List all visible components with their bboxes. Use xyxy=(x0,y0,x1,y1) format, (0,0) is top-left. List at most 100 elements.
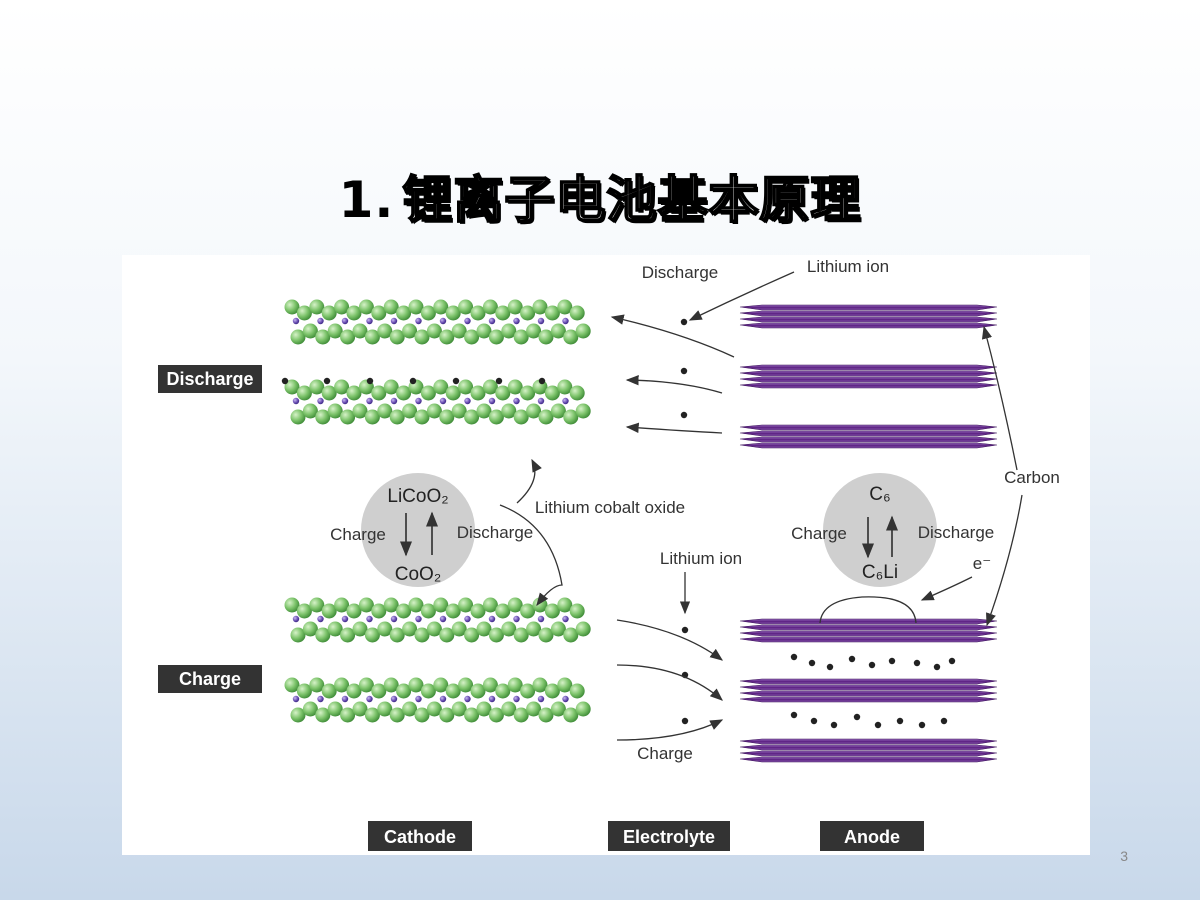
oxygen-atom xyxy=(315,329,331,345)
oxygen-atom xyxy=(352,701,368,717)
oxygen-atom xyxy=(550,403,566,419)
anode-charge-text: Charge xyxy=(791,524,847,543)
cobalt-atom xyxy=(292,695,300,703)
lithium-ion-dot xyxy=(790,653,798,661)
oxygen-atom xyxy=(284,379,300,395)
graphite-sheet xyxy=(739,624,998,631)
carbon-text: Carbon xyxy=(1004,468,1060,487)
graphite-sheet xyxy=(739,310,998,317)
cobalt-atom xyxy=(292,615,300,623)
cobalt-atom xyxy=(390,397,398,405)
oxygen-atom xyxy=(470,603,486,619)
title-number: 1. xyxy=(338,171,395,229)
cobalt-atom xyxy=(292,397,300,405)
oxygen-atom xyxy=(346,683,362,699)
oxygen-atom xyxy=(532,299,548,315)
oxygen-atom xyxy=(414,627,430,643)
oxygen-atom xyxy=(520,603,536,619)
discharge-label: Discharge xyxy=(166,369,253,389)
cobalt-atom xyxy=(415,695,422,703)
electron-pointer xyxy=(920,576,973,601)
oxygen-atom xyxy=(364,707,380,723)
lithium-ion-dot xyxy=(680,318,688,326)
oxygen-atom xyxy=(569,603,585,619)
oxygen-atom xyxy=(402,701,418,717)
cobalt-atom xyxy=(562,695,569,703)
lithium-ion-dot xyxy=(680,367,688,375)
discharge-flow-arrow-1 xyxy=(610,314,735,358)
graphite-sheet xyxy=(739,364,998,371)
cobalt-atom xyxy=(341,615,349,623)
cobalt-atom xyxy=(562,397,569,405)
oxygen-atom xyxy=(420,683,436,699)
graphite-sheet xyxy=(739,744,998,751)
lithium-ion-dot xyxy=(681,717,689,725)
discharge-flow-arrow-2 xyxy=(625,375,723,394)
graphite-sheet xyxy=(739,316,998,323)
oxygen-atom xyxy=(495,305,511,321)
graphite-sheet xyxy=(739,618,998,625)
oxygen-atom xyxy=(327,621,343,637)
graphite-sheet xyxy=(739,442,998,449)
lithium-ion-dot xyxy=(680,411,688,419)
oxygen-atom xyxy=(302,621,318,637)
oxygen-atom xyxy=(371,305,387,321)
anode-charged-layers xyxy=(739,618,998,763)
lithium-ion-dot xyxy=(918,721,926,729)
oxygen-atom xyxy=(364,329,380,345)
oxygen-atom xyxy=(520,305,536,321)
cobalt-atom xyxy=(562,615,569,623)
cobalt-atom xyxy=(513,695,520,703)
lithium-ion-dot xyxy=(281,377,289,385)
charge-label: Charge xyxy=(179,669,241,689)
oxygen-atom xyxy=(464,707,480,723)
graphite-sheet xyxy=(739,630,998,637)
battery-diagram-svg: Discharge Charge Cathode Electrolyte Ano… xyxy=(158,257,1060,851)
cobalt-atom xyxy=(366,615,373,623)
anode-discharged-layers xyxy=(739,304,998,449)
oxygen-atom xyxy=(495,385,511,401)
oxygen-atom xyxy=(389,707,405,723)
oxygen-atom xyxy=(334,597,350,613)
oxygen-atom xyxy=(340,707,356,723)
lithium-ion-dot xyxy=(409,377,417,385)
title-text: 锂离子电池基本原理 xyxy=(401,170,862,230)
oxygen-atom xyxy=(476,621,492,637)
lithium-cobalt-oxide-text: Lithium cobalt oxide xyxy=(535,498,685,517)
oxygen-atom xyxy=(488,707,504,723)
electrolyte-label: Electrolyte xyxy=(623,827,715,847)
graphite-sheet xyxy=(739,304,998,311)
cobalt-atom xyxy=(390,317,398,325)
oxygen-atom xyxy=(284,677,300,693)
oxygen-atom xyxy=(290,707,306,723)
oxygen-atom xyxy=(377,701,393,717)
electron-bridge xyxy=(819,596,917,624)
oxygen-atom xyxy=(550,323,566,339)
charge-label-box: Charge xyxy=(158,665,262,693)
oxygen-atom xyxy=(513,329,529,345)
oxygen-atom xyxy=(309,379,325,395)
cathode-discharge-text: Discharge xyxy=(457,523,534,542)
oxygen-atom xyxy=(389,409,405,425)
oxygen-atom xyxy=(470,683,486,699)
oxygen-atom xyxy=(520,683,536,699)
oxygen-atom xyxy=(482,597,498,613)
oxygen-atom xyxy=(550,621,566,637)
oxygen-atom xyxy=(526,701,542,717)
oxygen-atom xyxy=(358,597,374,613)
oxygen-atom xyxy=(526,403,542,419)
oxygen-atom xyxy=(513,409,529,425)
cobalt-atom xyxy=(562,317,569,325)
oxygen-atom xyxy=(488,329,504,345)
cobalt-atom xyxy=(415,317,422,325)
oxygen-atom xyxy=(451,621,467,637)
lithium-ion-dot xyxy=(830,721,838,729)
lithium-ions xyxy=(281,318,956,729)
carbon-pointer-top xyxy=(981,325,1018,471)
oxygen-atom xyxy=(402,403,418,419)
cobalt-atom xyxy=(464,695,471,703)
oxygen-atom xyxy=(575,323,591,339)
lithium-ion-dot xyxy=(874,721,882,729)
oxygen-atom xyxy=(507,597,523,613)
oxygen-atom xyxy=(569,683,585,699)
